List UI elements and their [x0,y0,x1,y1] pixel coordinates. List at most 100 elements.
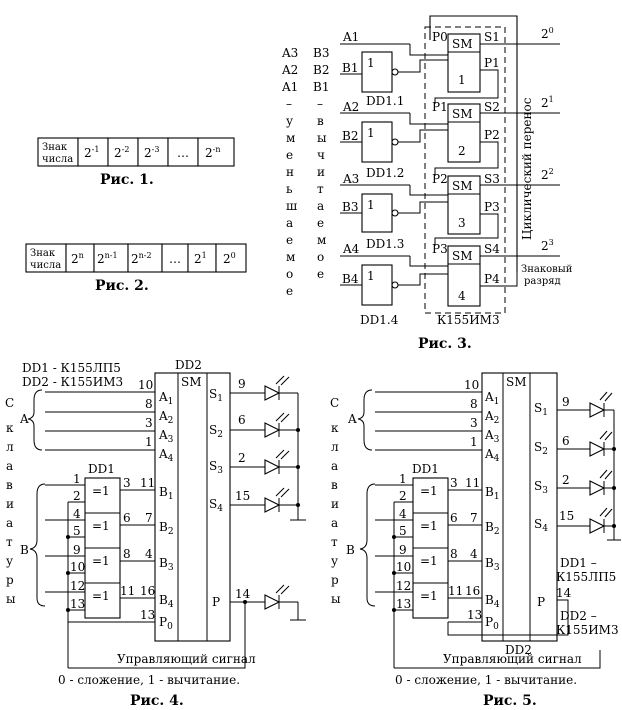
svg-text:е: е [317,216,324,230]
svg-text:а: а [317,199,324,213]
svg-text:к: к [331,421,339,435]
fig4-legend-2: DD2 - К155ИМ3 [22,375,123,389]
fig4-led-p [264,584,298,610]
svg-text:3: 3 [458,216,466,230]
svg-text:С: С [5,396,14,410]
svg-text:м: м [286,131,295,145]
svg-text:а: а [286,216,293,230]
svg-text:23: 23 [541,238,554,253]
svg-text:B: B [20,543,29,557]
fig3-chip-label: К155ИМ3 [437,313,500,327]
svg-text:=1: =1 [420,519,438,533]
svg-text:A3: A3 [281,46,298,60]
fig5-xor-inputs: 1 2 4 5 9 10 12 13 [375,472,413,668]
fig5-led-1 [589,391,614,418]
svg-text:B1: B1 [313,80,329,94]
svg-text:1: 1 [367,269,375,283]
svg-text:ы: ы [6,592,16,606]
fig3-stage-4: A4 B4 1 DD1.4 SM 4 P3 S4 23 P4 Знаковый … [340,238,573,327]
svg-text:P4: P4 [484,272,500,286]
fig1-sign-l2: числа [42,154,73,165]
svg-text:1: 1 [399,472,407,486]
fig3-chip-outline [424,26,506,314]
svg-text:DD1.4: DD1.4 [360,313,399,327]
svg-text:4: 4 [73,507,81,521]
svg-text:7: 7 [145,511,153,525]
svg-text:к: к [6,421,14,435]
svg-text:а: а [331,516,338,530]
svg-text:SM: SM [452,179,473,193]
svg-text:6: 6 [238,413,246,427]
svg-text:=1: =1 [92,519,110,533]
svg-text:а: а [6,459,13,473]
svg-text:=1: =1 [420,589,438,603]
svg-text:=1: =1 [92,589,110,603]
svg-text:DD1: DD1 [88,462,115,476]
svg-text:ч: ч [317,148,325,162]
svg-text:…: … [177,146,189,160]
fig5-a-inputs: 10 8 3 1 A1 A2 A3 A4 [375,378,500,464]
fig3-stage-2: A2 B2 1 DD1.2 SM 2 P1 S2 21 P2 [340,95,560,180]
svg-text:1: 1 [367,126,375,140]
svg-text:13: 13 [70,597,85,611]
fig5-mode-label: 0 - сложение, 1 - вычитание. [395,673,577,687]
svg-text:=1: =1 [420,554,438,568]
svg-text:ы: ы [317,131,327,145]
fig2-caption: Рис. 2. [95,278,149,294]
svg-text:е: е [286,284,293,298]
svg-text:4: 4 [458,289,466,303]
svg-text:н: н [286,165,294,179]
svg-text:10: 10 [70,560,85,574]
svg-text:о: о [286,267,293,281]
svg-text:К155ЛП5: К155ЛП5 [556,570,616,584]
svg-text:в: в [6,478,13,492]
svg-text:P3: P3 [432,242,448,256]
svg-text:5: 5 [73,524,81,538]
svg-text:A: A [19,412,29,426]
svg-text:P1: P1 [432,100,448,114]
svg-text:13: 13 [396,597,411,611]
svg-text:р: р [331,573,339,587]
fig3-col-a: A3 A2 A1 – у м е н ь ш а е м о е [281,46,298,298]
svg-text:1: 1 [367,198,375,212]
svg-text:9: 9 [73,543,81,557]
svg-text:11: 11 [120,584,135,598]
svg-text:1: 1 [458,73,466,87]
svg-text:DD2: DD2 [505,643,532,657]
svg-text:8: 8 [470,397,478,411]
svg-text:4: 4 [399,507,407,521]
fig4-dd2-chip [154,372,231,642]
svg-text:A3: A3 [342,172,359,186]
svg-text:13: 13 [140,608,155,622]
svg-text:ы: ы [331,592,341,606]
fig1-sign-l1: Знак [42,142,68,153]
svg-text:8: 8 [450,547,458,561]
svg-text:DD2: DD2 [175,358,202,372]
svg-text:3: 3 [145,416,153,430]
svg-text:м: м [317,233,326,247]
svg-text:2: 2 [399,489,407,503]
svg-text:11: 11 [140,476,155,490]
svg-text:8: 8 [123,547,131,561]
svg-text:6: 6 [123,511,131,525]
svg-text:=1: =1 [92,484,110,498]
svg-text:P1: P1 [484,56,500,70]
svg-text:и: и [6,497,14,511]
svg-text:2: 2 [73,489,81,503]
fig5-diagram: С к л а в и а т у р ы A B SM DD2 10 8 [330,372,621,709]
fig3-diagram: A3 A2 A1 – у м е н ь ш а е м о е B3 B2 B… [281,15,573,352]
svg-text:4: 4 [145,547,153,561]
svg-text:а: а [6,516,13,530]
fig5-dd2-chip [481,372,558,642]
svg-text:е: е [286,233,293,247]
svg-text:SM: SM [452,249,473,263]
svg-text:14: 14 [556,586,572,600]
svg-text:2: 2 [238,451,246,465]
svg-text:8: 8 [145,397,153,411]
svg-text:21: 21 [541,95,554,110]
svg-text:–: – [286,97,292,111]
svg-text:2: 2 [458,144,466,158]
svg-text:1: 1 [367,56,375,70]
svg-text:и: и [317,165,325,179]
svg-text:р: р [6,573,14,587]
